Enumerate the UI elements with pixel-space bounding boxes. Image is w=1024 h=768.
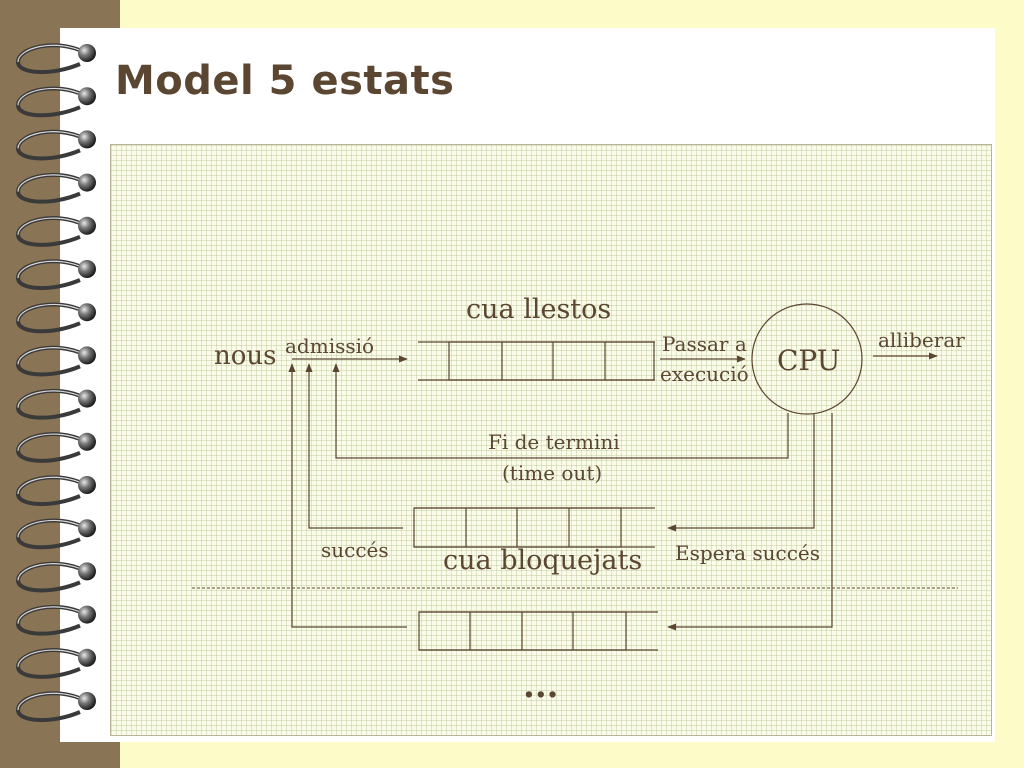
binding-ring-highlight [17, 433, 85, 451]
dispatch-label-line2: execució [660, 362, 749, 386]
event-occurs-label: succés [321, 538, 389, 562]
blocked-queue-label: cua bloquejats [443, 545, 643, 576]
binding-hole [78, 173, 96, 192]
event-occurs-arrow [305, 363, 403, 529]
binding-hole [78, 648, 96, 667]
ready-queue-box [418, 341, 655, 381]
event-wait-label: Espera succés [675, 541, 820, 565]
second-event-wait-arrow [667, 413, 833, 631]
second-event-occurs-arrow [288, 363, 407, 628]
page-title: Model 5 estats [115, 58, 455, 104]
binding-ring-highlight [17, 347, 85, 365]
cpu-label: CPU [777, 344, 841, 377]
ellipsis-label: ... [523, 666, 559, 706]
binding-ring-highlight [17, 87, 85, 106]
ready-queue-label: cua llestos [466, 294, 612, 325]
spiral-binding [15, 43, 96, 723]
binding-hole [78, 562, 96, 581]
graph-paper-area [110, 144, 992, 736]
binding-hole [78, 432, 96, 451]
binding-hole [78, 476, 96, 494]
binding-hole [78, 130, 96, 149]
binding-hole [78, 605, 96, 624]
binding-hole [78, 216, 96, 235]
cpu-circle [751, 303, 863, 415]
binding-ring-highlight [17, 44, 85, 63]
new-state-label: nous [214, 341, 277, 371]
binding-hole [78, 87, 96, 106]
second-blocked-queue-box [418, 611, 658, 651]
binding-hole [78, 692, 96, 710]
binding-ring-highlight [17, 303, 85, 322]
admission-label: admissió [285, 334, 375, 358]
timeout-arrow [332, 363, 789, 459]
event-wait-arrow [667, 413, 815, 532]
dispatch-label-line1: Passar a [662, 332, 747, 356]
binding-ring-highlight [17, 476, 85, 495]
binding-hole [78, 260, 96, 278]
binding-ring-highlight [17, 260, 85, 279]
binding-ring-highlight [17, 131, 85, 149]
binding-ring-highlight [17, 692, 85, 711]
binding-hole [78, 44, 96, 62]
binding-ring-highlight [17, 390, 85, 408]
binding-ring-highlight [17, 519, 85, 538]
binding-ring-highlight [17, 649, 85, 667]
binding-hole [78, 346, 96, 365]
binding-hole [78, 303, 96, 322]
binding-ring-highlight [17, 217, 85, 235]
binding-ring-highlight [17, 563, 85, 581]
timeout-label-line2: (time out) [502, 461, 603, 485]
binding-ring-highlight [17, 606, 85, 624]
binding-hole [78, 519, 96, 538]
release-label: alliberar [878, 328, 965, 352]
binding-ring-highlight [17, 174, 85, 192]
timeout-label-line1: Fi de termini [488, 430, 620, 454]
blocked-queue-box [413, 507, 655, 548]
binding-hole [78, 389, 96, 408]
